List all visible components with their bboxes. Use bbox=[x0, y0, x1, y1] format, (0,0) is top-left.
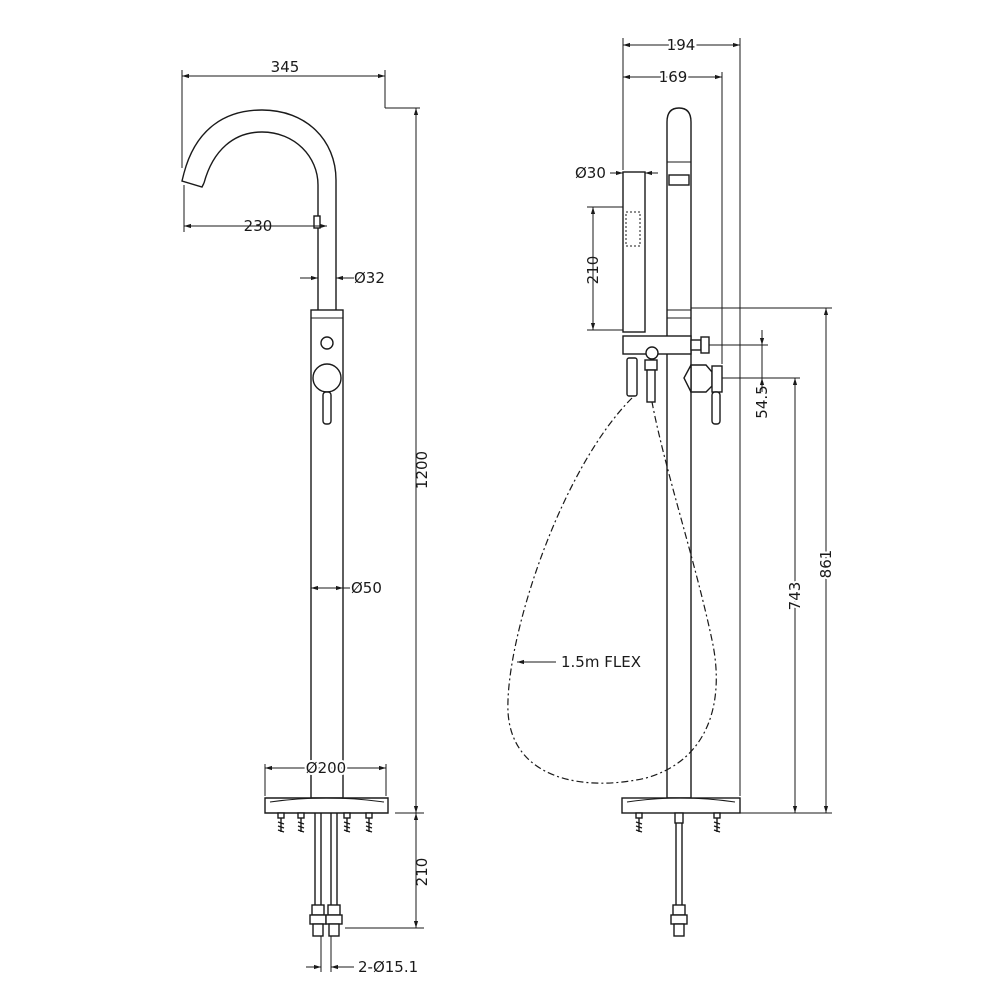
side-view: 194 169 Ø30 210 54.5 7 bbox=[507, 34, 837, 937]
base-plate bbox=[264, 797, 389, 814]
dim-outlet-height: 743 bbox=[722, 377, 832, 814]
diverter-stem bbox=[690, 339, 702, 351]
dim-inlets-label: 2-Ø15.1 bbox=[358, 958, 418, 976]
handle-body bbox=[690, 364, 713, 393]
dim-valve-height: 861 bbox=[691, 307, 837, 813]
dim-spout-diameter: Ø32 bbox=[300, 269, 385, 287]
hose-outlet bbox=[644, 359, 658, 371]
spout-outer bbox=[183, 109, 337, 310]
side-spout-tip bbox=[668, 174, 690, 186]
dim-handset-diameter: Ø30 bbox=[575, 164, 658, 182]
dim-spout-reach: 230 bbox=[183, 185, 327, 235]
handset bbox=[622, 171, 646, 333]
holder-arm bbox=[626, 357, 638, 397]
label-hose: 1.5m FLEX bbox=[517, 653, 641, 671]
front-screws bbox=[277, 812, 373, 833]
dim-base-diameter-label: Ø200 bbox=[306, 759, 346, 777]
dim-below-floor: 210 bbox=[345, 813, 431, 929]
diverter-knob bbox=[700, 336, 710, 354]
dim-side-width-inner: 169 bbox=[623, 66, 723, 364]
dim-handset-length: 210 bbox=[584, 206, 623, 331]
spout-inner bbox=[203, 131, 319, 310]
dim-total-height-label: 1200 bbox=[413, 451, 431, 489]
front-view: 345 230 Ø32 1200 Ø50 Ø200 bbox=[181, 58, 431, 976]
side-inlet-pipe bbox=[670, 812, 688, 937]
dim-handset-length-label: 210 bbox=[584, 256, 602, 285]
dim-body-diameter-label: Ø50 bbox=[351, 579, 382, 597]
dim-below-floor-label: 210 bbox=[413, 858, 431, 887]
handle-hub bbox=[312, 363, 342, 393]
dim-diverter-offset-label: 54.5 bbox=[753, 385, 771, 418]
dim-body-diameter: Ø50 bbox=[311, 579, 382, 597]
dim-inlets: 2-Ø15.1 bbox=[306, 936, 418, 976]
dim-base-diameter: Ø200 bbox=[264, 757, 387, 796]
hose-loop bbox=[507, 397, 717, 784]
dim-diverter-offset: 54.5 bbox=[709, 330, 771, 419]
spout-tip bbox=[181, 172, 205, 188]
dim-total-reach-label: 345 bbox=[271, 58, 300, 76]
side-handle-lever bbox=[711, 391, 721, 425]
dim-total-reach: 345 bbox=[181, 58, 386, 168]
dim-side-width-inner-label: 169 bbox=[659, 68, 688, 86]
dim-outlet-height-label: 743 bbox=[786, 582, 804, 611]
dim-side-width-outer-label: 194 bbox=[667, 36, 696, 54]
label-hose-text: 1.5m FLEX bbox=[561, 653, 641, 671]
dim-valve-height-label: 861 bbox=[817, 550, 835, 579]
dim-total-height: 1200 bbox=[385, 107, 431, 814]
front-inlet-pipes bbox=[309, 813, 343, 937]
dim-side-width-outer: 194 bbox=[622, 34, 741, 796]
handle-cap bbox=[711, 365, 723, 393]
dim-spout-diameter-label: Ø32 bbox=[354, 269, 385, 287]
side-screws bbox=[635, 812, 721, 833]
diverter-button bbox=[320, 336, 334, 350]
dim-spout-reach-label: 230 bbox=[244, 217, 273, 235]
side-column bbox=[666, 107, 692, 799]
hose-connector bbox=[646, 369, 656, 403]
dim-handset-diameter-label: Ø30 bbox=[575, 164, 606, 182]
handle-lever bbox=[322, 391, 332, 425]
